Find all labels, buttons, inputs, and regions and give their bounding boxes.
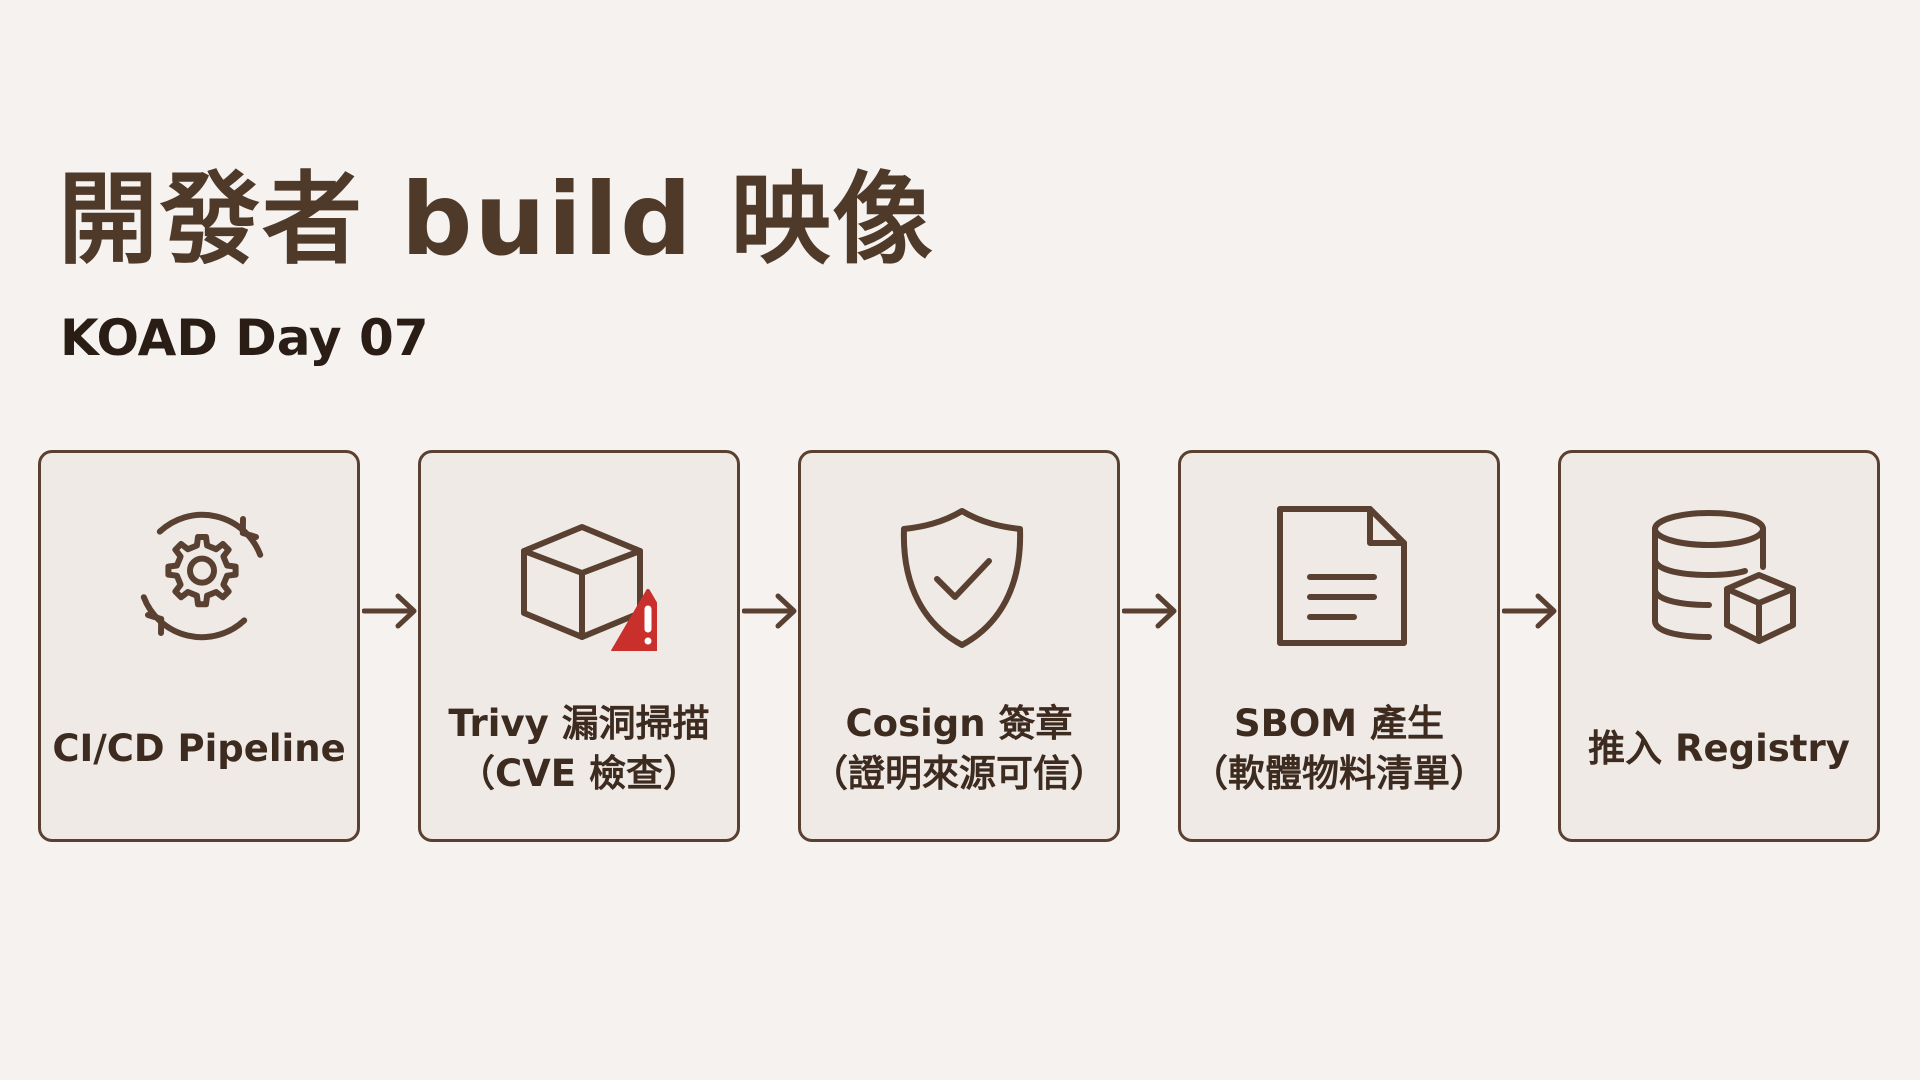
arrow-right-icon	[742, 593, 797, 629]
gear-sync-icon	[140, 511, 264, 641]
arrow-right-icon	[362, 593, 417, 629]
step-label-line2: （CVE 檢查）	[458, 752, 700, 795]
step-label-line2: （證明來源可信）	[811, 752, 1107, 795]
step-push-registry: 推入 Registry	[1558, 450, 1880, 842]
step-sbom-generation: SBOM 產生 （軟體物料清單）	[1178, 450, 1500, 842]
step-label-line2: （軟體物料清單）	[1191, 752, 1487, 795]
arrow-right-icon	[1122, 593, 1177, 629]
step-label: Cosign 簽章 （證明來源可信）	[807, 689, 1111, 809]
arrow-right-icon	[1502, 593, 1557, 629]
step-trivy-scan: Trivy 漏洞掃描 （CVE 檢查）	[418, 450, 740, 842]
step-label: 推入 Registry	[1567, 689, 1871, 809]
shield-check-icon	[900, 508, 1024, 648]
step-label-line1: Cosign 簽章	[845, 702, 1073, 746]
step-label: SBOM 產生 （軟體物料清單）	[1187, 689, 1491, 809]
step-label: CI/CD Pipeline	[47, 689, 351, 809]
step-ci-cd-pipeline: CI/CD Pipeline	[38, 450, 360, 842]
document-icon	[1277, 506, 1407, 646]
database-box-icon	[1652, 510, 1796, 644]
step-cosign-signature: Cosign 簽章 （證明來源可信）	[798, 450, 1120, 842]
step-label-line1: 推入 Registry	[1588, 727, 1850, 771]
step-label-line1: SBOM 產生	[1233, 702, 1444, 746]
page-title: 開發者 build 映像	[58, 161, 935, 278]
page-subtitle: KOAD Day 07	[60, 309, 429, 367]
step-label-line1: Trivy 漏洞掃描	[448, 702, 710, 746]
step-label-line1: CI/CD Pipeline	[52, 727, 346, 771]
step-label: Trivy 漏洞掃描 （CVE 檢查）	[427, 689, 731, 809]
box-warning-icon	[521, 524, 657, 651]
